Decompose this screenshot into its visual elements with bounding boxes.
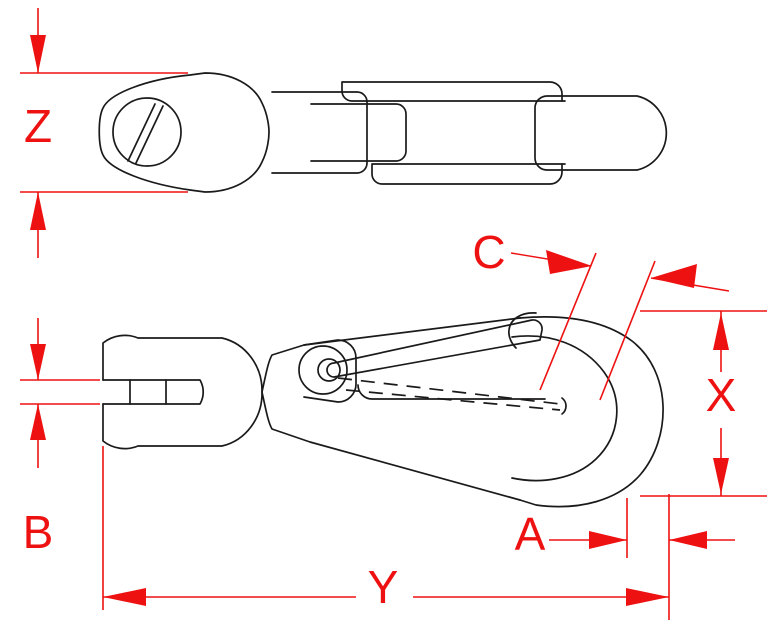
side-view-geometry [102, 312, 664, 508]
dimension-a-arrow-right [669, 531, 707, 549]
dimension-a-label: A [515, 508, 546, 560]
top-view-inner-sleeve [310, 103, 407, 162]
dimension-c-arrow-left [546, 250, 592, 274]
dimension-a-arrow-left [589, 531, 627, 549]
dimension-y: Y [102, 446, 669, 613]
screw-head-circle [112, 97, 182, 167]
top-view-geometry [98, 72, 668, 193]
gate-pivot-housing [303, 339, 357, 403]
gate-hidden-line [337, 377, 561, 405]
dimension-a: A [515, 494, 735, 620]
dimension-y-arrow-right [626, 588, 669, 606]
hook-body-upper-edge [261, 317, 521, 393]
hook-bowl-inner [511, 335, 618, 482]
screw-slot-line-b [135, 105, 164, 164]
dimension-y-arrow-left [103, 588, 146, 606]
gate-pivot-boss [298, 345, 348, 395]
hook-nose-tip [508, 312, 537, 349]
gate-hidden-line-2 [345, 389, 561, 411]
top-view-gate-strap-lower [371, 163, 563, 185]
dimension-c-ext-right [599, 260, 656, 401]
dimension-c-ext-left [539, 252, 597, 391]
dimension-b-arrow-bottom [30, 404, 46, 440]
dimension-c-label: C [472, 226, 505, 278]
screw-slot-line-a [127, 103, 156, 162]
top-view-shank [271, 91, 368, 174]
clevis-outer-body [102, 334, 263, 450]
dimension-z-arrow-bottom [30, 192, 46, 230]
clevis-jaw-slot [102, 379, 204, 405]
gate-bar-upper [326, 319, 543, 378]
gate-bar-lower [357, 384, 546, 400]
dimension-x-arrow-top [713, 313, 729, 350]
dimension-x: X [640, 310, 767, 497]
top-view-nose-barrel [534, 95, 668, 171]
hook-body-lower-edge [261, 391, 521, 501]
dimension-b: B [20, 318, 100, 558]
dimension-b-label: B [23, 506, 54, 558]
dimension-z-arrow-top [30, 35, 46, 73]
dimension-x-label: X [706, 369, 737, 421]
dimension-c-arrow-right [651, 264, 697, 288]
dimension-b-arrow-top [30, 344, 46, 380]
dimension-c: C [472, 226, 730, 401]
swivel-eye-outline [98, 72, 270, 193]
dimension-y-label: Y [368, 561, 399, 613]
dimension-z: Z [20, 8, 188, 258]
top-view-gate-strap-upper [341, 81, 563, 102]
gate-pivot-pin [317, 358, 341, 382]
dimension-z-label: Z [24, 100, 52, 152]
dimension-x-arrow-bottom [713, 458, 729, 494]
gate-catch-notch [561, 397, 567, 415]
hook-bowl-outer [519, 315, 664, 508]
